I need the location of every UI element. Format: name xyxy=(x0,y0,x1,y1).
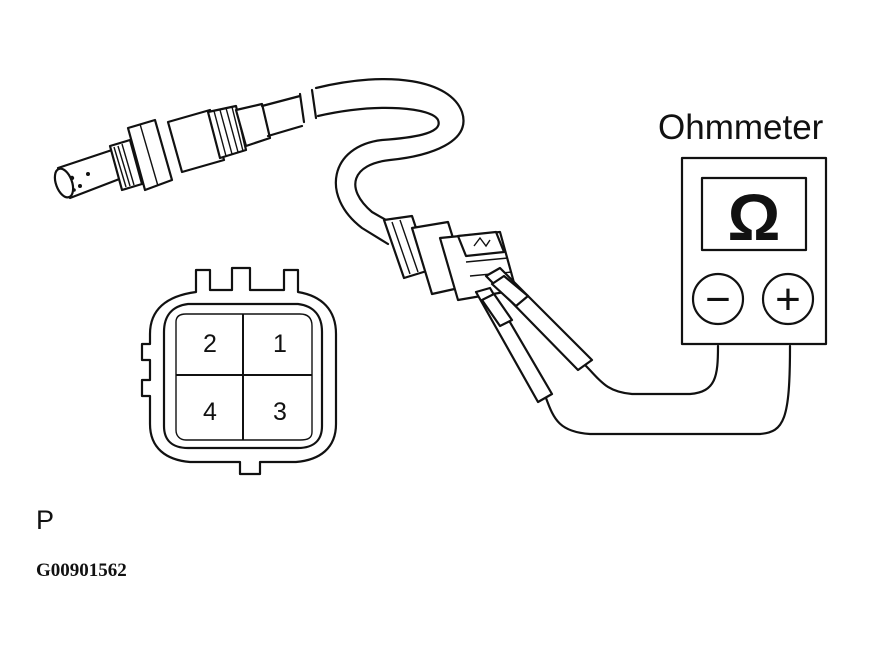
positive-terminal-symbol: + xyxy=(775,275,801,324)
view-label: P xyxy=(36,505,54,535)
figure-id: G00901562 xyxy=(36,560,127,581)
sensor-cable xyxy=(260,78,465,246)
pin-label-3: 3 xyxy=(273,398,287,426)
negative-terminal[interactable] xyxy=(691,272,745,326)
negative-terminal-symbol: − xyxy=(705,275,731,324)
ohm-symbol: Ω xyxy=(728,180,781,254)
ohmmeter-title: Ohmmeter xyxy=(658,108,824,147)
pin-label-2: 2 xyxy=(203,330,217,358)
pin-label-1: 1 xyxy=(273,330,287,358)
ohmmeter: Ohmmeter Ω − + xyxy=(658,108,828,346)
test-probes xyxy=(474,266,792,436)
pin-label-4: 4 xyxy=(203,398,217,426)
oxygen-sensor xyxy=(53,102,272,200)
positive-terminal[interactable] xyxy=(761,272,815,326)
connector-face-view: 2 1 4 3 xyxy=(140,266,338,476)
ohmmeter-display xyxy=(700,176,808,252)
